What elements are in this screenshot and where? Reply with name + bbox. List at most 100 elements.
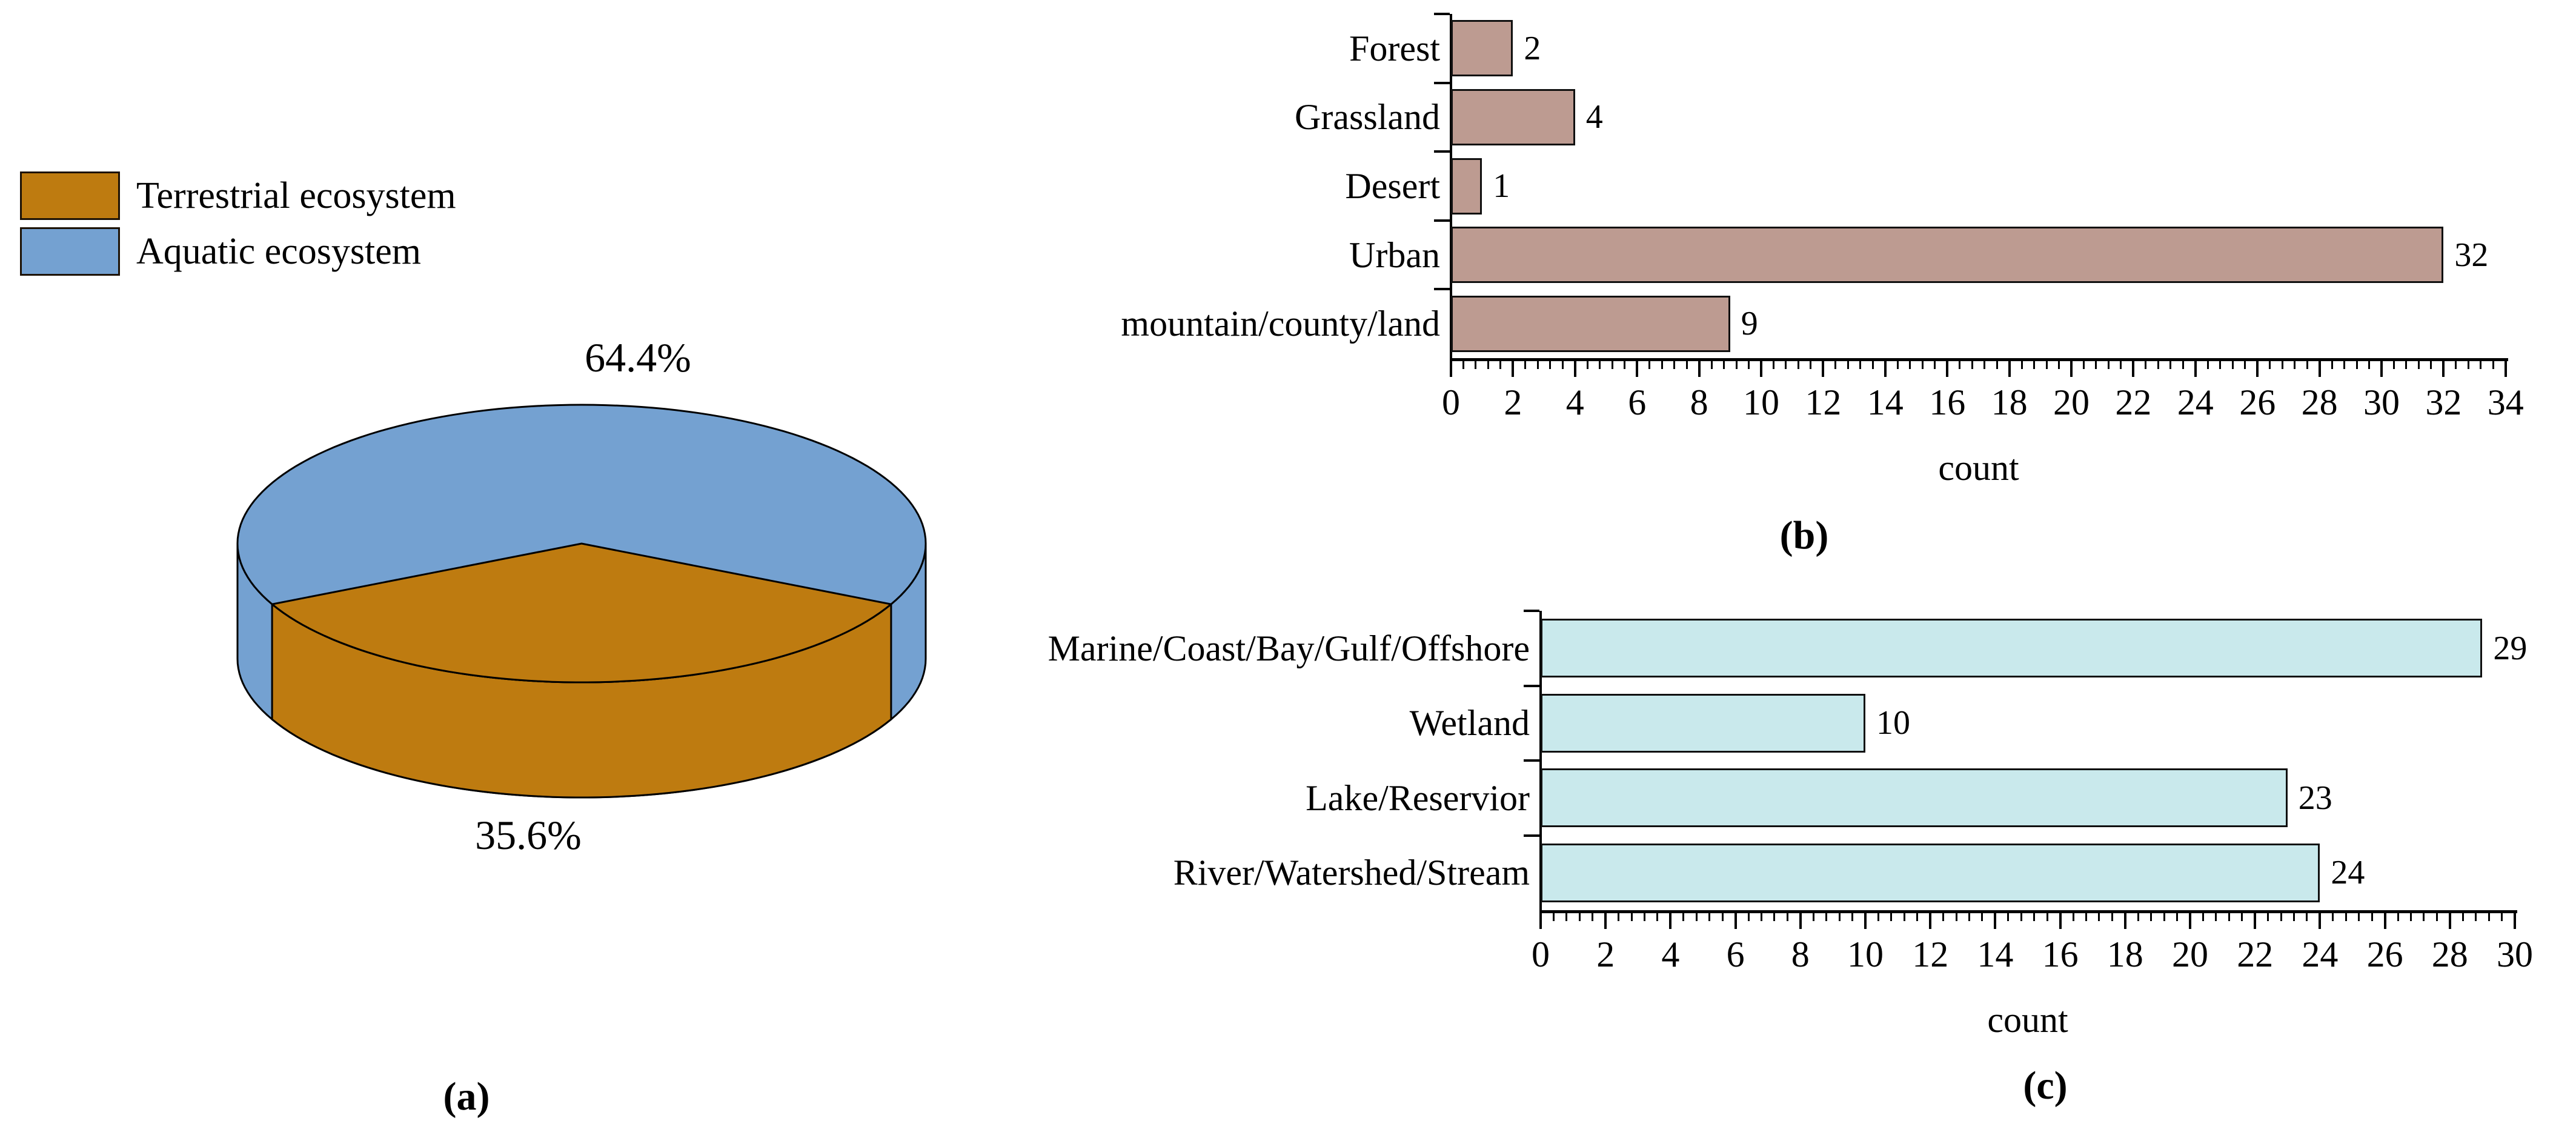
x-minor-tick [1773,913,1776,921]
x-minor-tick [1735,361,1738,369]
x-minor-tick [2423,913,2425,921]
x-tick-label-2: 2 [1504,382,1522,422]
panel-label-c: (c) [2023,1063,2068,1108]
x-tick-label-32: 32 [2425,382,2462,422]
x-minor-tick [2033,913,2036,921]
x-minor-tick [2294,361,2296,369]
x-minor-tick [1786,913,1788,921]
x-tick-16 [1946,361,1949,377]
x-minor-tick [2371,913,2373,921]
x-minor-tick [1747,913,1750,921]
x-tick-18 [2123,913,2126,929]
x-minor-tick [2475,913,2477,921]
x-minor-tick [2046,913,2048,921]
x-tick-label-14: 14 [1977,934,2014,974]
pie-label-terrestrial: 35.6% [475,812,582,858]
bar-wetland [1541,693,1865,753]
x-minor-tick [1487,361,1489,369]
x-minor-tick [2176,913,2179,921]
bar-value-mountain-county-land: 9 [1741,305,1758,343]
x-tick-12 [1822,361,1825,377]
x-tick-4 [1573,361,1576,377]
x-minor-tick [2358,913,2360,921]
x-minor-tick [2020,913,2022,921]
x-minor-tick [1499,361,1502,369]
x-tick-label-22: 22 [2237,934,2274,974]
x-minor-tick [2231,361,2234,369]
x-tick-34 [2504,361,2507,377]
x-tick-28 [2318,361,2321,377]
x-tick-30 [2380,361,2383,377]
x-minor-tick [1968,913,1971,921]
x-tick-label-26: 26 [2366,934,2403,974]
x-minor-tick [1942,913,1945,921]
x-minor-tick [1825,913,1828,921]
bar-value-wetland: 10 [1876,704,1910,742]
panel-label-b: (b) [1779,513,1829,558]
x-minor-tick [1959,361,1961,369]
x-minor-tick [1748,361,1750,369]
x-minor-tick [2269,361,2271,369]
bar-desert [1451,158,1482,215]
x-tick-label-24: 24 [2302,934,2339,974]
x-minor-tick [2095,361,2097,369]
x-tick-label-20: 20 [2053,382,2090,422]
x-minor-tick [1578,913,1581,921]
x-tick-label-10: 10 [1847,934,1884,974]
x-axis [1539,910,2517,913]
category-label-river-watershed-stream: River/Watershed/Stream [1173,853,1530,893]
x-minor-tick [2202,913,2204,921]
x-minor-tick [2467,361,2469,369]
x-minor-tick [1682,913,1685,921]
x-minor-tick [2267,913,2269,921]
x-minor-tick [2480,361,2482,369]
x-minor-tick [1772,361,1774,369]
x-tick-label-20: 20 [2172,934,2208,974]
legend-swatch-terrestrial [20,171,120,220]
x-tick-label-16: 16 [2042,934,2079,974]
x-minor-tick [2007,913,2010,921]
x-minor-tick [1983,361,1986,369]
x-minor-tick [1890,913,1893,921]
x-tick-label-30: 30 [2497,934,2533,974]
x-minor-tick [2392,361,2395,369]
x-minor-tick [1561,361,1564,369]
x-tick-24 [2319,913,2322,929]
x-minor-tick [1552,913,1555,921]
x-minor-tick [2241,913,2243,921]
x-tick-label-18: 18 [2106,934,2143,974]
bar-value-marine-coast-bay-gulf-offshore: 29 [2493,629,2528,667]
x-minor-tick [2120,361,2122,369]
x-tick-label-18: 18 [1991,382,2028,422]
x-minor-tick [1695,913,1698,921]
x-minor-tick [2306,913,2308,921]
x-minor-tick [2045,361,2048,369]
x-minor-tick [2368,361,2371,369]
x-minor-tick [2397,913,2399,921]
category-label-urban: Urban [1349,235,1440,275]
x-minor-tick [2163,913,2165,921]
x-tick-14 [1884,361,1887,377]
x-tick-30 [2514,913,2516,929]
x-minor-tick [2345,913,2347,921]
x-minor-tick [2430,361,2432,369]
x-minor-tick [2215,913,2217,921]
x-minor-tick [1475,361,1477,369]
x-minor-tick [1462,361,1464,369]
x-minor-tick [1661,361,1663,369]
x-minor-tick [1955,913,1957,921]
x-minor-tick [1871,361,1874,369]
x-tick-0 [1450,361,1452,377]
x-tick-label-2: 2 [1596,934,1615,974]
x-tick-12 [1929,913,1932,929]
x-tick-label-16: 16 [1929,382,1966,422]
x-minor-tick [2111,913,2113,921]
x-minor-tick [1916,913,1919,921]
x-tick-label-4: 4 [1661,934,1680,974]
x-minor-tick [1797,361,1799,369]
x-minor-tick [1710,361,1713,369]
y-tick [1434,288,1450,291]
x-minor-tick [1685,361,1688,369]
x-tick-label-30: 30 [2363,382,2400,422]
